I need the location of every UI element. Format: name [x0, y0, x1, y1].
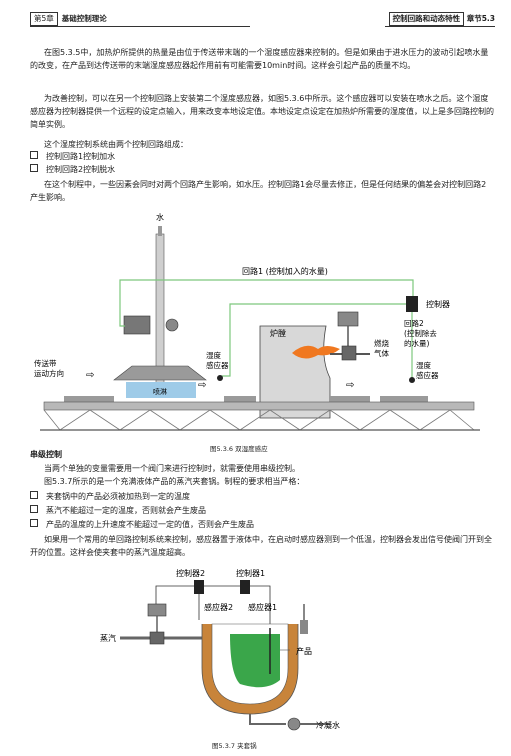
controller1-box	[240, 580, 250, 594]
checkbox-icon	[30, 519, 38, 527]
flame-icon	[292, 345, 340, 359]
svg-text:湿度: 湿度	[206, 350, 221, 360]
water-valve	[123, 315, 151, 335]
controller2-box	[194, 580, 204, 594]
chapter-number: 第5章	[30, 12, 58, 26]
humidity-sensor	[217, 375, 223, 381]
label-product: 产品	[296, 646, 312, 656]
arrow-right-icon: ⇨	[198, 380, 206, 391]
label-spray: 喷淋	[153, 387, 167, 396]
arrow-right-icon: ⇨	[86, 370, 94, 381]
label-sensor1: 感应器1	[248, 602, 277, 612]
svg-text:运动方向: 运动方向	[34, 368, 64, 378]
svg-text:感应器: 感应器	[206, 360, 229, 370]
svg-text:(控制除去: (控制除去	[404, 328, 437, 338]
checkbox-icon	[30, 151, 38, 159]
bullet-item: 蒸汽不能超过一定的温度，否则就会产生废品	[30, 505, 206, 517]
paragraph-1: 在图5.3.5中，加热炉所提供的热量是由位于传送带末端的一个湿度感应器来控制的。…	[30, 48, 489, 70]
checkbox-icon	[30, 491, 38, 499]
svg-text:燃烧: 燃烧	[374, 338, 389, 348]
figure-jacketed-kettle: 控制器2 控制器1 蒸汽 感应器2 感应器1 产品 冷凝水	[100, 568, 340, 731]
bullet-item: 控制回路2控制脱水	[30, 164, 115, 176]
paragraph-5: 当两个单独的变量需要用一个阀门来进行控制时，就需要使用串级控制。	[44, 464, 300, 473]
svg-text:湿度: 湿度	[416, 360, 431, 370]
conveyor-belt	[43, 401, 475, 411]
paragraph-3: 这个湿度控制系统由两个控制回路组成：	[44, 140, 188, 149]
svg-text:的水量): 的水量)	[404, 338, 429, 348]
arrow-right-icon: ⇨	[346, 380, 354, 391]
figure-double-humidity: 水 喷淋 回路1 (控制加入的水量) 控制器 回路2 (控制除去 的水量) 炉膛…	[34, 212, 480, 431]
bullet-item: 控制回路1控制加水	[30, 151, 115, 163]
page-header-right: 控制回路和动态特性 章节5.3	[385, 12, 495, 27]
bullet-item: 产品的温度的上升速度不能超过一定的值，否则会产生废品	[30, 519, 254, 531]
page-header-left: 第5章基础控制理论	[30, 12, 250, 27]
heading-cascade: 串级控制	[30, 450, 62, 459]
figure1-caption: 图5.3.6 双湿度感应	[210, 445, 268, 453]
bullet-item: 夹套锅中的产品必须被加热到一定的温度	[30, 491, 190, 503]
checkbox-icon	[30, 164, 38, 172]
paragraph-4: 在这个制程中，一些因素会同时对两个回路产生影响，如水压。控制回路1会尽量去修正，…	[30, 180, 487, 202]
label-condensate: 冷凝水	[316, 720, 340, 730]
label-controller2: 控制器2	[176, 568, 205, 578]
label-controller1: 控制器1	[236, 568, 265, 578]
label-steam: 蒸汽	[100, 633, 116, 643]
label-controller: 控制器	[426, 299, 450, 309]
label-furnace: 炉膛	[270, 328, 286, 338]
spray-zone	[126, 382, 196, 398]
gas-valve	[337, 311, 359, 327]
checkbox-icon	[30, 505, 38, 513]
humidity-sensor	[409, 377, 415, 383]
figure2-caption: 图5.3.7 夹套锅	[212, 742, 257, 750]
paragraph-6: 图5.3.7所示的是一个充满液体产品的蒸汽夹套锅。制程的要求相当严格：	[44, 477, 305, 486]
steam-trap	[287, 717, 301, 731]
section-title: 控制回路和动态特性	[388, 12, 465, 26]
product-liquid	[230, 634, 280, 688]
label-water: 水	[156, 212, 164, 222]
svg-text:气体: 气体	[374, 348, 389, 358]
svg-text:传送带: 传送带	[34, 358, 57, 368]
label-sensor2: 感应器2	[204, 602, 233, 612]
section-number: 章节5.3	[466, 14, 495, 23]
chapter-title: 基础控制理论	[61, 14, 107, 23]
paragraph-2: 为改善控制，可以在另一个控制回路上安装第二个湿度感应器，如图5.3.6中所示。这…	[30, 94, 494, 129]
svg-text:感应器: 感应器	[416, 370, 439, 380]
label-loop1: 回路1 (控制加入的水量)	[242, 266, 328, 276]
svg-text:回路2: 回路2	[404, 318, 424, 328]
paragraph-7: 如果用一个常用的单回路控制系统来控制，感应器置于液体中，在启动时感应器测到一个低…	[30, 535, 492, 557]
controller-box	[406, 296, 418, 312]
steam-valve	[147, 603, 167, 617]
